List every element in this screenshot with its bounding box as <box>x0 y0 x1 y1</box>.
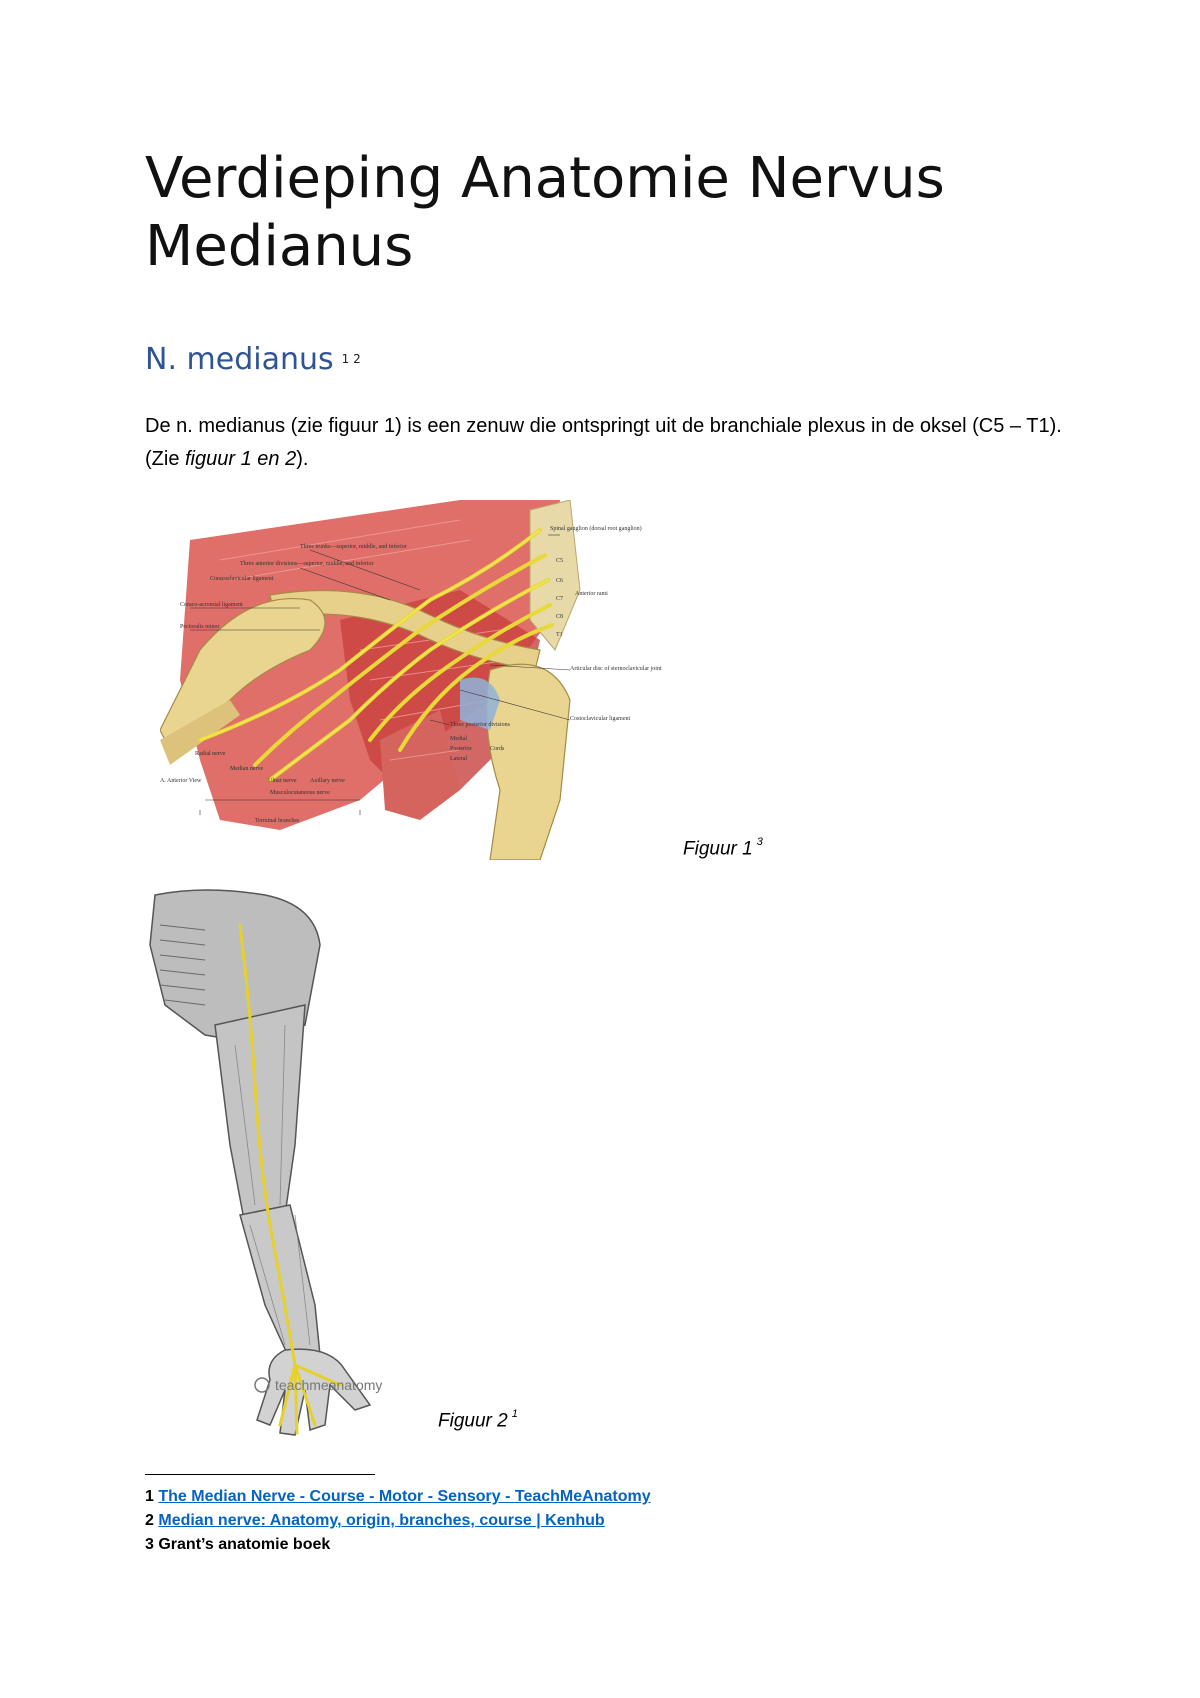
label-articular-disc: Articular disc of sternoclavicular joint <box>570 665 662 672</box>
figure-2-caption-text: Figuur 2 <box>438 1410 508 1432</box>
label-medial: Medial <box>450 736 467 742</box>
label-median-nerve: Median nerve <box>230 766 263 772</box>
footnote-3: 3 Grant’s anatomie boek <box>145 1533 651 1557</box>
figure-1-brachial-plexus-image: Spinal ganglion (dorsal root ganglion) T… <box>160 500 700 860</box>
label-posterior: Posterior <box>450 746 472 752</box>
label-terminal-branches: Terminal branches <box>255 818 300 824</box>
footnote-3-text: Grant’s anatomie boek <box>158 1536 331 1553</box>
label-cords: Cords <box>490 746 505 752</box>
footnotes: 1 The Median Nerve - Course - Motor - Se… <box>145 1485 651 1557</box>
label-lateral: Lateral <box>450 756 467 762</box>
label-three-posterior-divisions: Three posterior divisions <box>450 722 511 728</box>
footnote-3-number: 3 <box>145 1536 154 1553</box>
label-musculocutaneous: Musculocutaneous nerve <box>270 790 330 796</box>
label-t1: T1 <box>556 632 563 638</box>
footnote-2-number: 2 <box>145 1512 154 1529</box>
footnote-1: 1 The Median Nerve - Course - Motor - Se… <box>145 1485 651 1509</box>
footnote-separator <box>145 1474 375 1475</box>
section-heading: N. medianus 1 2 <box>145 342 361 377</box>
footnote-1-number: 1 <box>145 1488 154 1505</box>
paragraph-text-1: De n. medianus (zie figuur 1) is een zen… <box>145 415 1062 470</box>
figure-2-ref[interactable]: 1 <box>511 1408 518 1420</box>
label-axillary-nerve: Axillary nerve <box>310 778 345 784</box>
section-heading-text: N. medianus <box>145 342 334 377</box>
label-three-trunks: Three trunks—superior, middle, and infer… <box>300 543 407 550</box>
label-anterior-rami: Anterior rami <box>575 591 608 597</box>
paragraph-emphasis: figuur 1 en 2 <box>185 448 297 470</box>
label-c7: C7 <box>556 596 563 602</box>
label-c6: C6 <box>556 578 563 584</box>
footnote-1-link[interactable]: The Median Nerve - Course - Motor - Sens… <box>158 1488 651 1505</box>
figure-1-caption-text: Figuur 1 <box>683 838 753 860</box>
label-spinal-ganglion: Spinal ganglion (dorsal root ganglion) <box>550 525 642 532</box>
figure-2-arm-median-nerve-image: teachmeanatomy <box>145 885 415 1440</box>
document-title: Verdieping Anatomie Nervus Medianus <box>145 146 945 279</box>
figure-2-watermark: teachmeanatomy <box>275 1377 382 1393</box>
label-pectoralis-minor: Pectoralis minor <box>180 624 220 630</box>
footnote-2-link[interactable]: Median nerve: Anatomy, origin, branches,… <box>158 1512 605 1529</box>
label-c5: C5 <box>556 558 563 564</box>
paragraph-text-2: ). <box>296 448 309 470</box>
section-heading-refs[interactable]: 1 2 <box>341 352 361 366</box>
label-radial-nerve: Radial nerve <box>195 751 226 757</box>
label-three-anterior-divisions: Three anterior divisions—superior, middl… <box>240 560 374 567</box>
label-ulnar-nerve: Ulnar nerve <box>268 778 297 784</box>
figure-1-ref[interactable]: 3 <box>756 836 763 848</box>
intro-paragraph: De n. medianus (zie figuur 1) is een zen… <box>145 410 1085 476</box>
label-c8: C8 <box>556 614 563 620</box>
label-anterior-view: A. Anterior View <box>160 778 202 784</box>
label-coracoclavicular: Coracoclavicular ligament <box>210 576 274 582</box>
label-costoclavicular: Costoclavicular ligament <box>570 716 630 722</box>
footnote-2: 2 Median nerve: Anatomy, origin, branche… <box>145 1509 651 1533</box>
label-coraco-acromial: Coraco-acromial ligament <box>180 602 243 608</box>
